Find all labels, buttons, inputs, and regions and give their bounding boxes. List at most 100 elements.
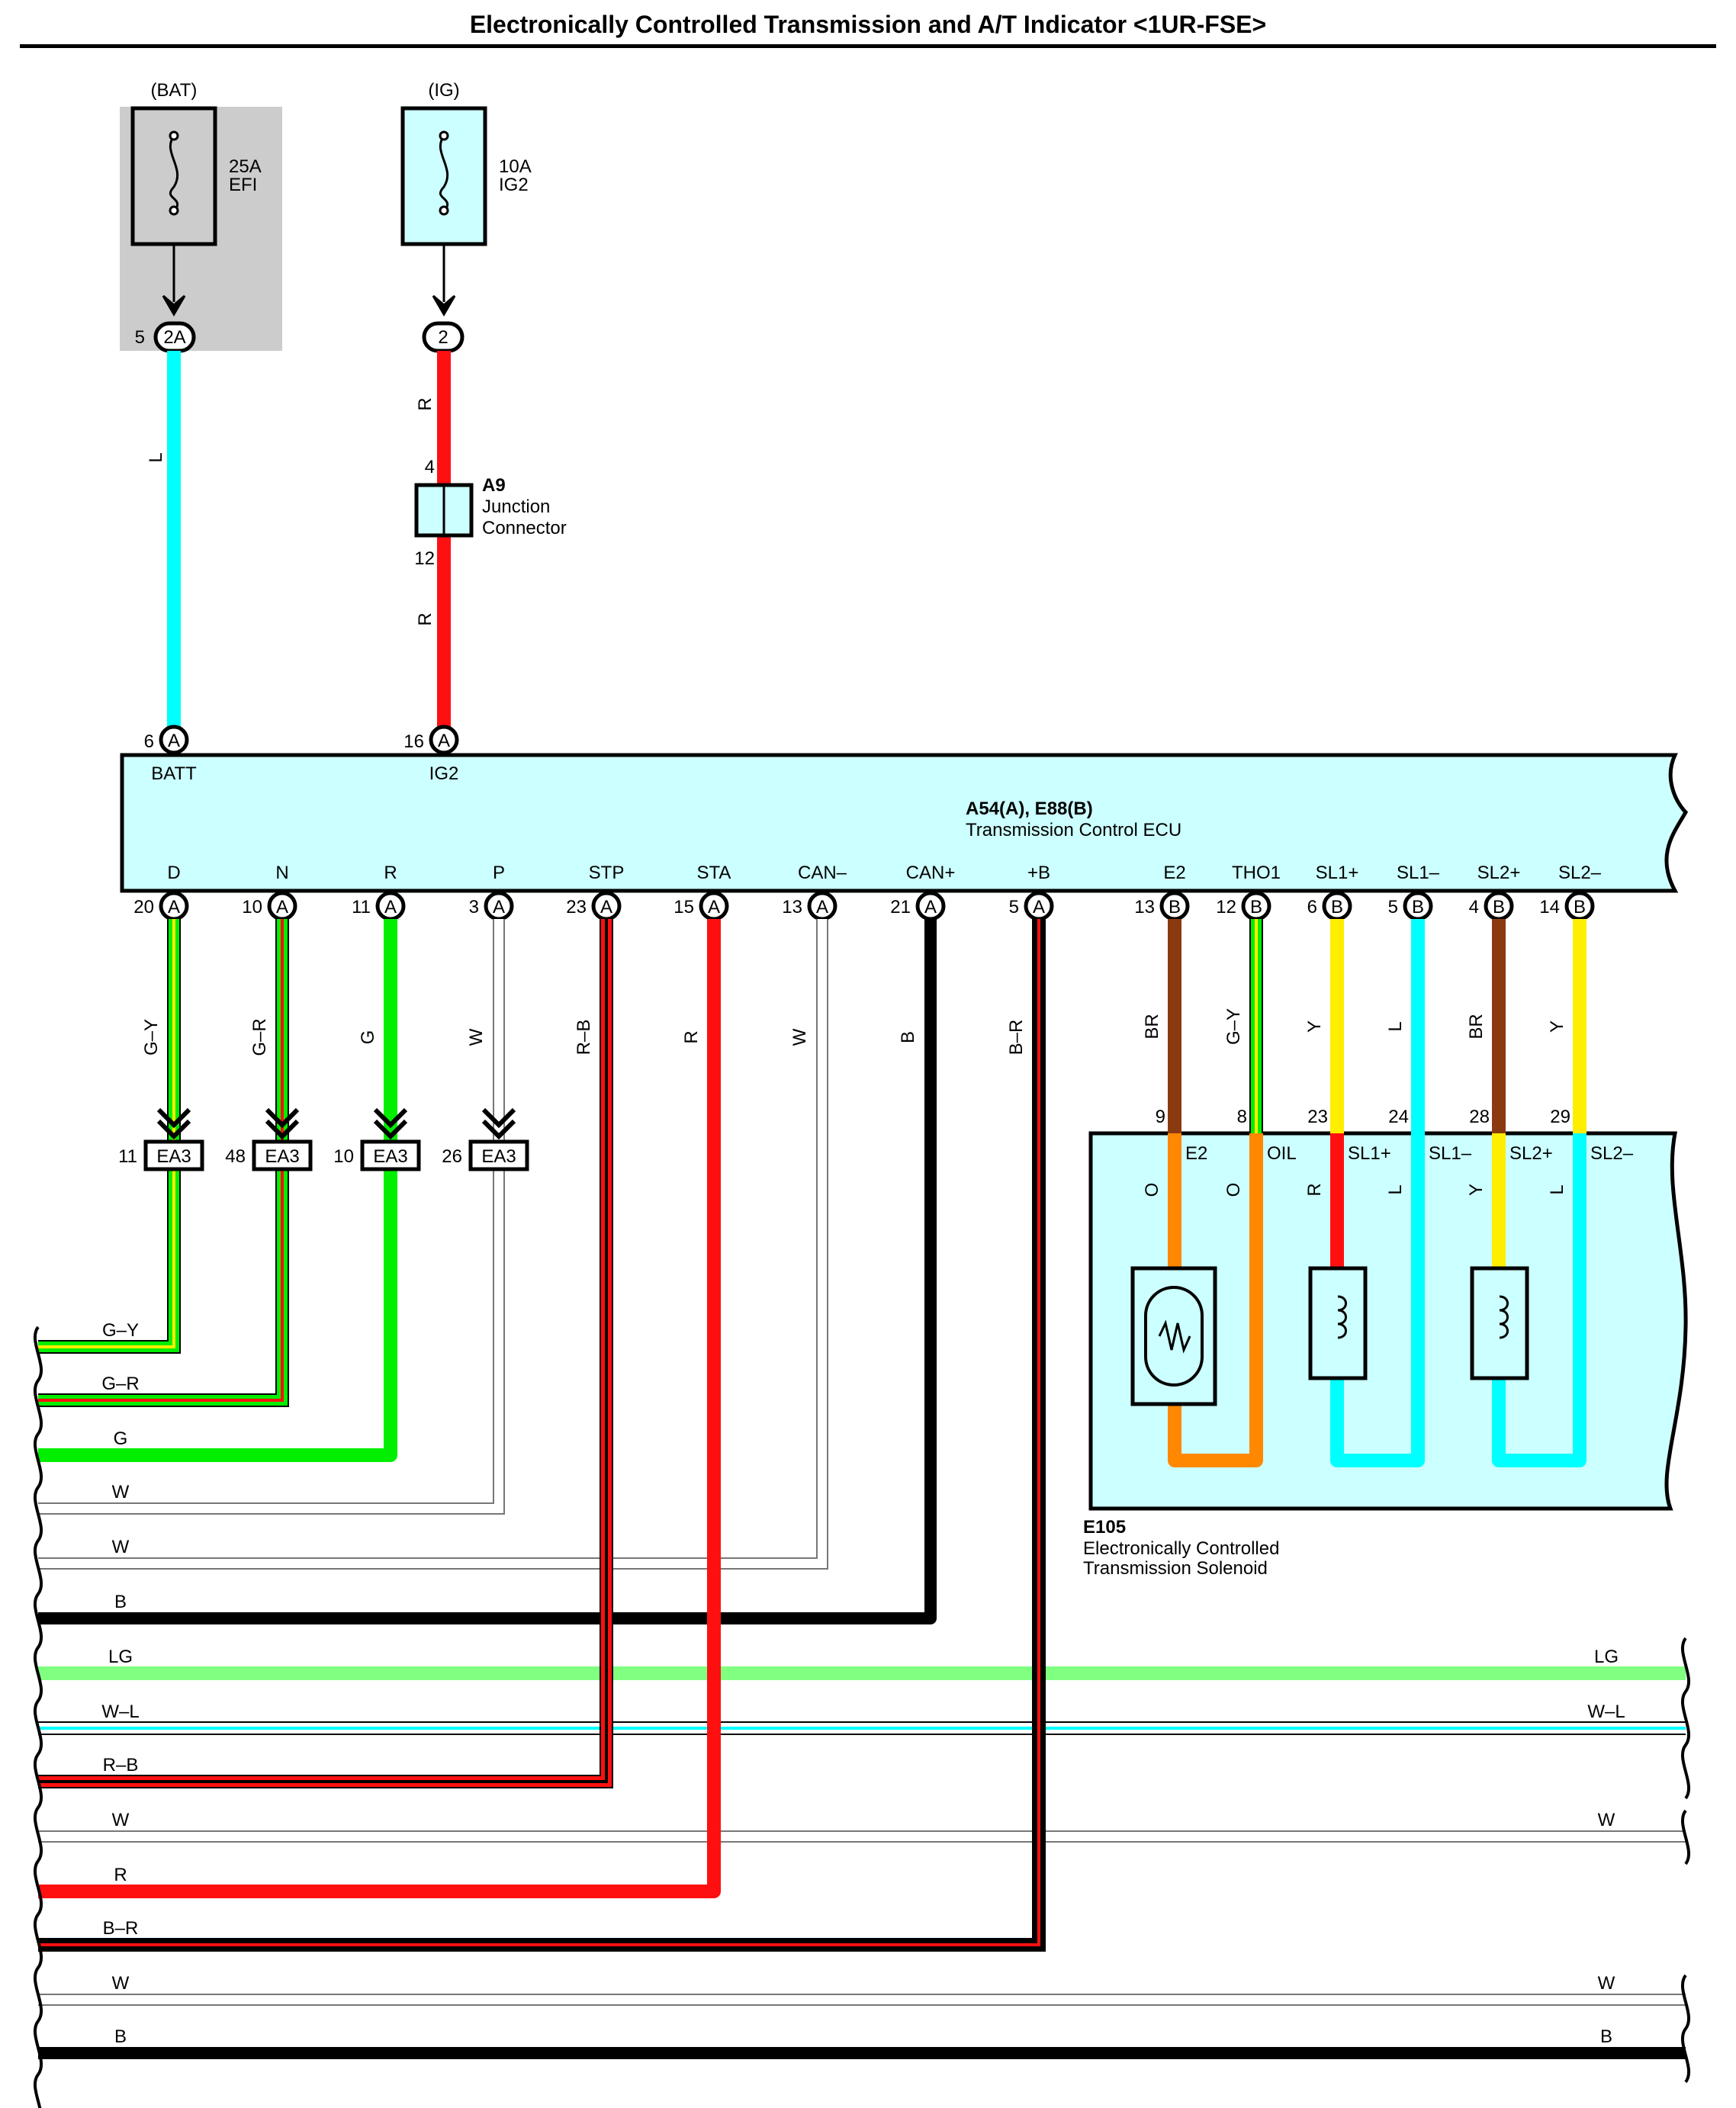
- bus-wire-2: [38, 919, 397, 1462]
- ea3-label-2: EA3: [373, 1146, 407, 1167]
- ecu-id: A54(A), E88(B): [966, 799, 1093, 819]
- ecu-wire-label-6: W: [789, 1028, 810, 1046]
- ea3-label-1: EA3: [265, 1146, 299, 1167]
- ecu-wire-label-8: B–R: [1006, 1020, 1027, 1056]
- ecu-pin-label-3: P: [493, 863, 505, 883]
- left-wire-label-4: W: [112, 1537, 130, 1557]
- ea3-label-3: EA3: [481, 1146, 516, 1167]
- solenoid-up-label-3: L: [1385, 1021, 1406, 1031]
- ecu-pin-num-9: 13: [1134, 897, 1155, 917]
- ea3-arrow-icon-1: [265, 1107, 300, 1140]
- bus-wire-0-outline: [38, 919, 181, 1354]
- ecu-pin-label-1: N: [275, 863, 288, 883]
- junction-line1: Junction: [482, 496, 550, 517]
- bus-wire-3: [38, 919, 503, 1513]
- ecu-pin-7-conn: A: [924, 897, 937, 917]
- solenoid-pin-num-4: 28: [1469, 1107, 1490, 1127]
- ecu-pin-num-8: 5: [1009, 897, 1019, 917]
- left-wire-label-1: G–R: [101, 1374, 139, 1394]
- bus-wire-1-stripe: [38, 919, 284, 1402]
- ecu-wire-label-0: G–Y: [141, 1019, 162, 1056]
- ecu-wire-label-2: G: [358, 1030, 378, 1045]
- ecu-pin-num-14: 14: [1539, 897, 1560, 917]
- ecu-pin-num-12: 5: [1388, 897, 1398, 917]
- solenoid-inner-label-2: R: [1304, 1183, 1325, 1196]
- solenoid-inner-label-4: Y: [1466, 1184, 1487, 1196]
- solenoid-pin-label-0: E2: [1185, 1143, 1207, 1164]
- left-wire-label-11: B–R: [103, 1918, 139, 1939]
- diagram-title: Electronically Controlled Transmission a…: [469, 11, 1267, 38]
- bus-wire-11-outline: [38, 919, 1046, 1952]
- left-wire-label-7: W–L: [101, 1702, 139, 1722]
- bus-wire-11-stripe: [38, 919, 1040, 1946]
- ecu-pin-label-9: E2: [1163, 863, 1185, 883]
- ecu-pin-label-6: CAN–: [798, 863, 847, 883]
- ea3-arrow-icon-2: [373, 1107, 408, 1140]
- ecu-pin-12-conn: B: [1412, 897, 1424, 917]
- left-wire-label-5: B: [114, 1592, 127, 1612]
- solenoid-line1: Electronically Controlled: [1083, 1538, 1279, 1559]
- solenoid-up-label-5: Y: [1547, 1020, 1567, 1033]
- efi-arrow-icon: [162, 294, 186, 317]
- ecu-pin-label-4: STP: [589, 863, 625, 883]
- efi-rating: 25A: [229, 156, 262, 177]
- ecu-pin-num-1: 10: [242, 897, 262, 917]
- ecu-wire-label-7: B: [898, 1031, 918, 1043]
- ecu-pin-label-2: R: [384, 863, 397, 883]
- ecu-pin-1-conn: A: [276, 897, 288, 917]
- ecu-pin-8-conn: A: [1033, 897, 1045, 917]
- solenoid-pin-label-5: SL2–: [1590, 1143, 1634, 1164]
- ecu-pin-num-6: 13: [782, 897, 802, 917]
- junction-id: A9: [482, 475, 506, 496]
- ecu-top-pin-label-0: BATT: [151, 763, 197, 784]
- right-break-icon-0: [1680, 1637, 1691, 1800]
- solenoid-inner-label-5: L: [1547, 1184, 1567, 1194]
- ecu-pin-num-3: 3: [469, 897, 479, 917]
- left-wire-label-13: B: [114, 2026, 127, 2047]
- ig2-fuse-box: [400, 106, 487, 246]
- ecu-top-pin-0-conn: A: [168, 731, 180, 751]
- bat-source-label: (BAT): [151, 80, 198, 101]
- ecu-pin-11-conn: B: [1331, 897, 1343, 917]
- efi-fuse-box: [130, 106, 217, 246]
- ecu-name: Transmission Control ECU: [966, 820, 1181, 840]
- efi-connector-label: 2A: [163, 327, 185, 348]
- bus-wire-4-outline: [38, 919, 828, 1570]
- bus-wire-3-outline: [38, 919, 505, 1515]
- ecu-pin-num-0: 20: [133, 897, 154, 917]
- solenoid-up-label-4: BR: [1466, 1014, 1487, 1039]
- solenoid-pin-num-0: 9: [1156, 1107, 1165, 1127]
- solenoid-up-label-0: BR: [1142, 1014, 1162, 1039]
- ecu-pin-10-conn: B: [1250, 897, 1262, 917]
- ecu-top-pin-1-conn: A: [438, 731, 450, 751]
- ecu-pin-num-7: 21: [890, 897, 911, 917]
- ecu-wire-label-3: W: [466, 1028, 487, 1046]
- wire-ig2-label-upper: R: [415, 397, 436, 410]
- solenoid-inner-label-0: O: [1142, 1183, 1162, 1197]
- ecu-pin-label-13: SL2+: [1477, 863, 1521, 883]
- solenoid-pin-num-3: 24: [1388, 1107, 1409, 1127]
- ecu-top-pin-0-circle: [159, 725, 189, 755]
- bus-wire-0-stripe: [38, 919, 175, 1348]
- efi-name: EFI: [229, 175, 257, 195]
- ecu-pin-label-0: D: [167, 863, 180, 883]
- title-rule: [20, 44, 1716, 48]
- efi-connector-pin: 5: [135, 327, 145, 348]
- solenoid-pin-num-1: 8: [1237, 1107, 1247, 1127]
- ig-source-label: (IG): [428, 80, 459, 101]
- right-break-icon-2: [1680, 1974, 1691, 2084]
- ecu-pin-3-conn: A: [493, 897, 505, 917]
- right-break-icon-1: [1680, 1809, 1691, 1865]
- ecu-box: [120, 753, 1689, 893]
- solenoid-up-label-2: Y: [1304, 1020, 1325, 1033]
- junction-pin-in: 4: [425, 457, 435, 477]
- ecu-wire-label-1: G–R: [249, 1018, 270, 1056]
- ea3-connector-1: [252, 1139, 313, 1171]
- efi-fuse-icon: [169, 135, 179, 213]
- solenoid-pin-label-3: SL1–: [1429, 1143, 1472, 1164]
- right-wire-label-3: W: [1598, 1973, 1615, 1994]
- left-wire-label-3: W: [112, 1482, 130, 1502]
- coil-icon-1: [1499, 1295, 1509, 1339]
- solenoid-pin-num-5: 29: [1550, 1107, 1570, 1127]
- wire-batt-label: L: [146, 452, 166, 462]
